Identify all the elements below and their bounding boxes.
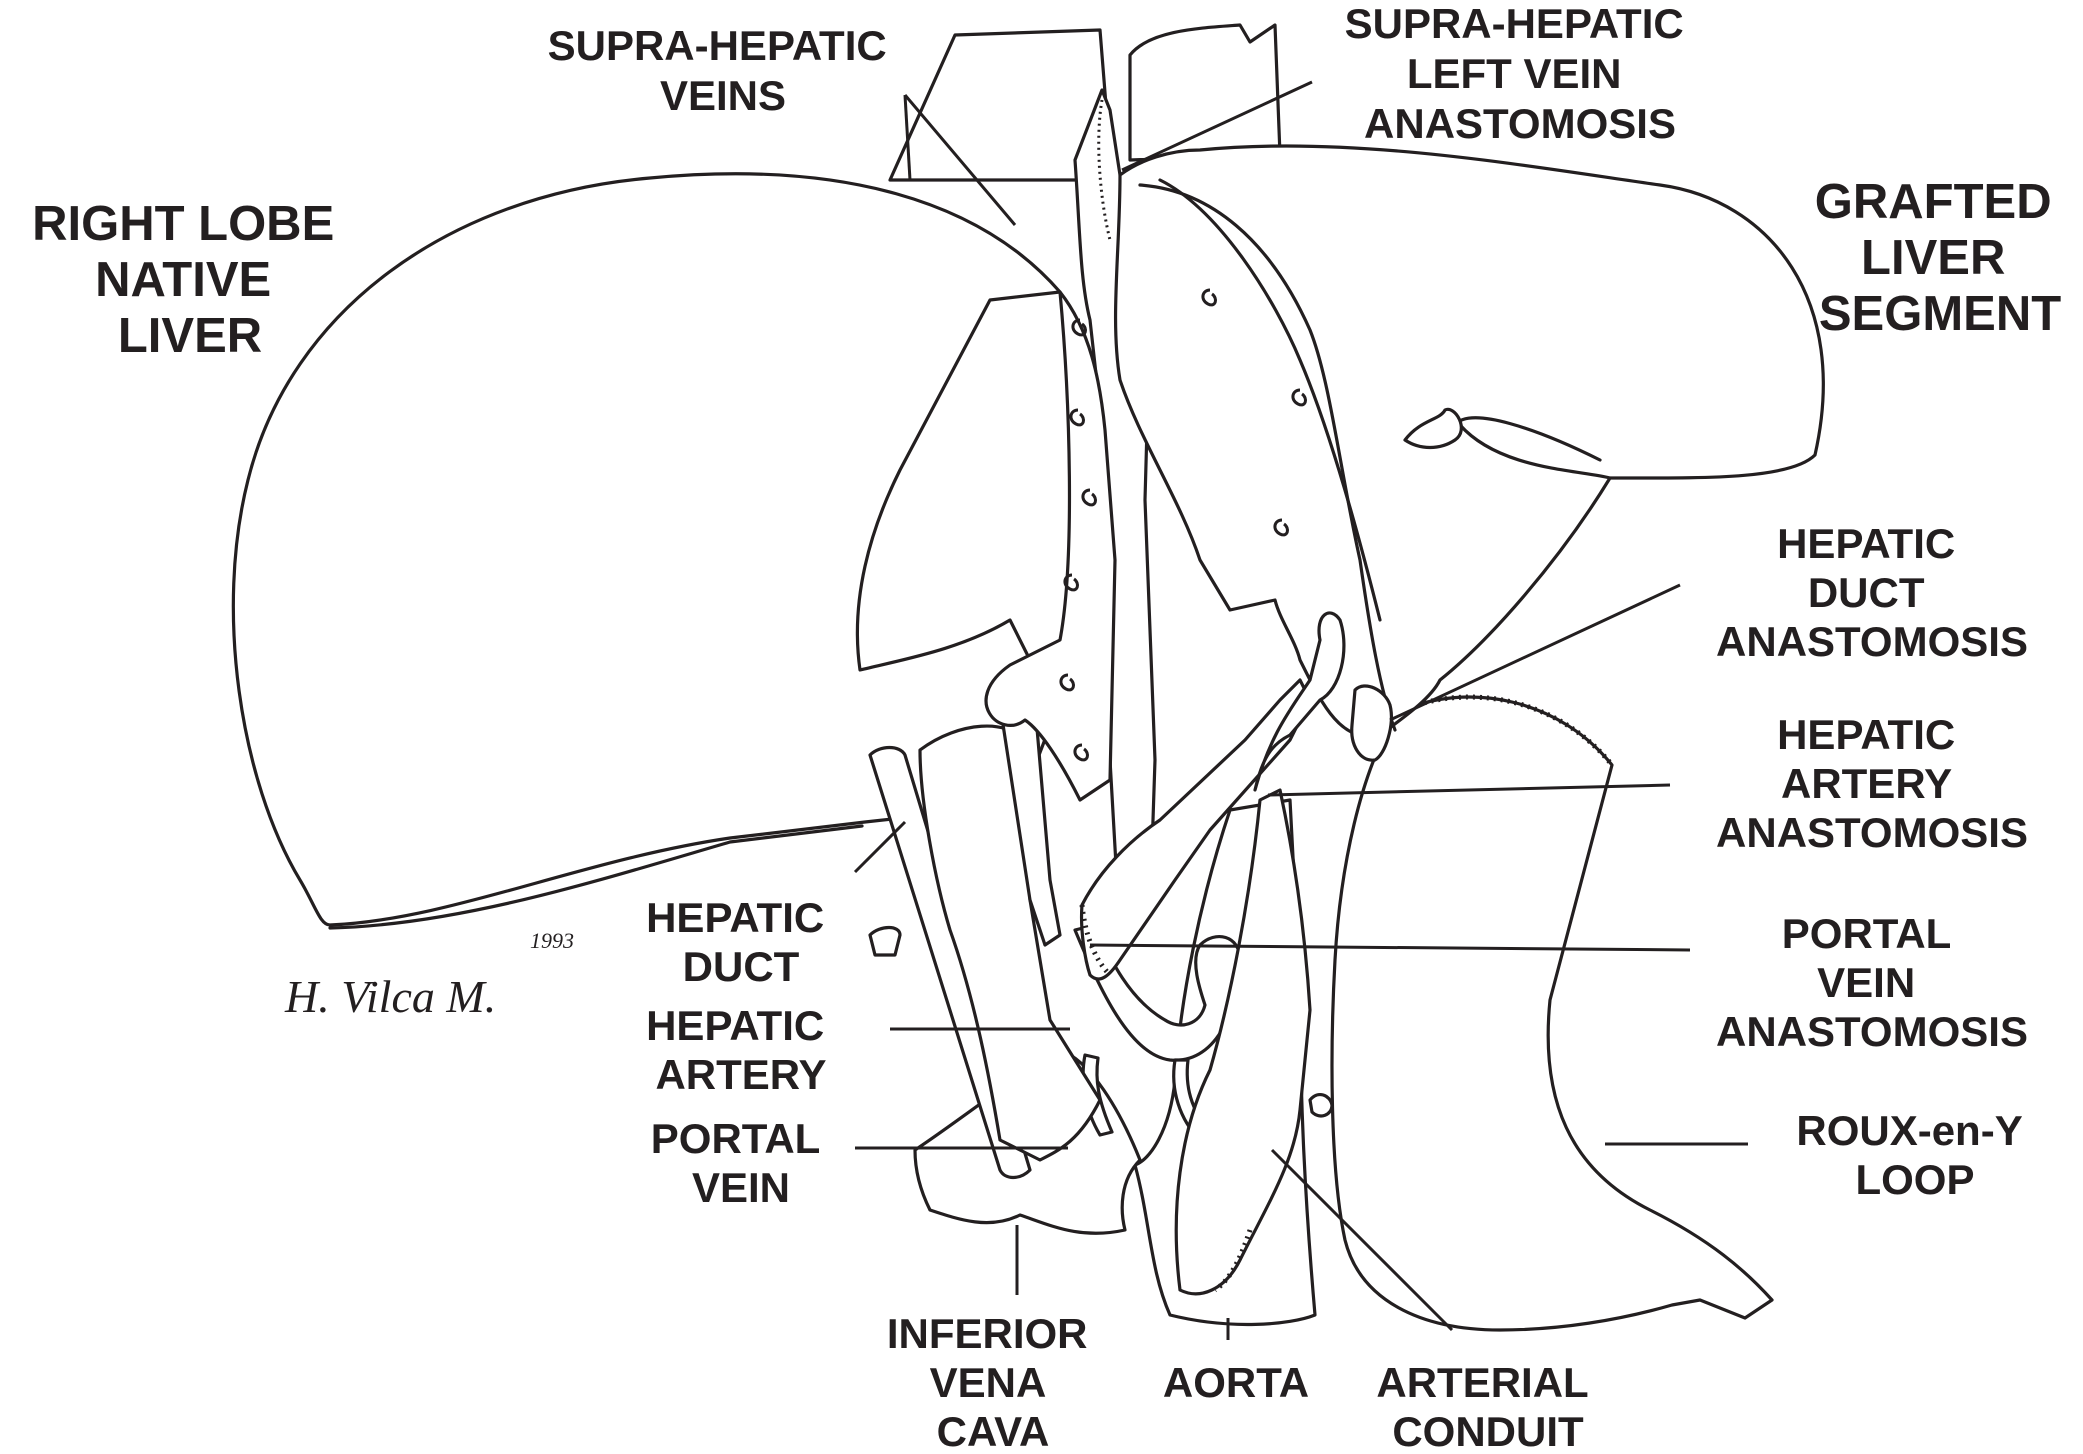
supra-hepatic-vein-right-stub <box>1130 25 1280 160</box>
artist-signature: H. Vilca M. <box>284 971 496 1022</box>
label-hepatic-artery-anastomosis: HEPATIC ARTERY ANASTOMOSIS <box>1716 711 2028 856</box>
label-portal-vein-anastomosis: PORTAL VEIN ANASTOMOSIS <box>1716 910 2028 1055</box>
label-supra-hepatic-left-vein-anastomosis: SUPRA-HEPATIC LEFT VEIN ANASTOMOSIS <box>1345 0 1696 147</box>
label-right-lobe-native-liver: RIGHT LOBE NATIVE LIVER <box>32 197 348 363</box>
label-hepatic-artery: HEPATIC ARTERY <box>646 1002 836 1098</box>
label-aorta: AORTA <box>1163 1359 1309 1406</box>
label-arterial-conduit: ARTERIAL CONDUIT <box>1376 1359 1599 1454</box>
label-grafted-liver-segment: GRAFTED LIVER SEGMENT <box>1815 175 2065 341</box>
arterial-conduit-clip <box>1310 1095 1332 1116</box>
label-hepatic-duct-anastomosis: HEPATIC DUCT ANASTOMOSIS <box>1716 520 2028 665</box>
label-hepatic-duct: HEPATIC DUCT <box>646 894 836 990</box>
artist-signature-year: 1993 <box>530 928 574 953</box>
label-inferior-vena-cava: INFERIOR VENA CAVA <box>887 1310 1099 1454</box>
inferior-vena-cava-upper <box>986 292 1115 800</box>
label-portal-vein: PORTAL VEIN <box>651 1115 831 1211</box>
label-supra-hepatic-veins: SUPRA-HEPATIC VEINS <box>548 22 899 119</box>
hepatic-duct-stump <box>1352 686 1392 760</box>
label-roux-en-y-loop: ROUX-en-Y LOOP <box>1796 1107 2033 1203</box>
anatomy-drawing <box>233 25 1823 1330</box>
native-duct-clip <box>870 928 900 956</box>
